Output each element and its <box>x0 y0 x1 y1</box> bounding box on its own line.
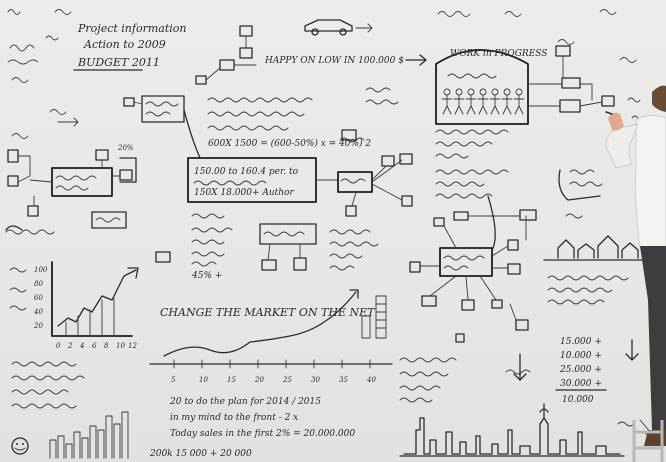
budget-label: BUDGET 2011 <box>77 56 160 69</box>
axis-tick-label: 40 <box>366 376 376 384</box>
wip-title: WORK in PROGRESS <box>450 49 547 59</box>
main-axis-ticks: 5 10 15 20 25 30 35 40 <box>171 359 376 384</box>
small-axis-tick-label: 2 <box>67 342 73 350</box>
left-box-1 <box>141 95 185 123</box>
title-line-1: Project information <box>77 22 186 35</box>
svg-text:60: 60 <box>34 294 43 302</box>
sum-0: 15.000 + <box>560 337 602 347</box>
svg-text:20%: 20% <box>117 144 134 152</box>
small-axis-tick-label: 10 <box>116 342 125 350</box>
smiley-icon <box>11 437 29 455</box>
center-box-line-2: 150X 18.000+ Author <box>194 188 294 198</box>
car-icon <box>304 19 373 36</box>
small-axis-tick-label: 12 <box>128 342 137 350</box>
axis-tick-label: 25 <box>282 376 292 384</box>
small-axis-tick-label: 6 <box>92 342 97 350</box>
houses-icon <box>543 235 655 261</box>
small-axis-tick-label: 4 <box>79 342 84 350</box>
axis-tick-label: 5 <box>171 376 176 384</box>
small-axis-tick-label: 8 <box>104 342 109 350</box>
city-skyline-icon <box>399 403 625 457</box>
sum-2: 25.000 + <box>559 365 602 375</box>
bar-sketch <box>49 411 129 459</box>
axis-tick-label: 10 <box>199 376 208 384</box>
axis-tick-label: 30 <box>311 376 320 384</box>
bottom-left-note: 200k 15 000 + 20 000 <box>149 449 252 459</box>
lower-note-2: in my mind to the front - 2 x <box>170 413 298 423</box>
svg-text:20: 20 <box>33 322 43 330</box>
svg-text:100: 100 <box>34 266 48 274</box>
growth-label: CHANGE THE MARKET ON THE NET <box>160 306 376 319</box>
svg-text:40: 40 <box>33 308 43 316</box>
people-icon <box>441 88 525 115</box>
sum-1: 10.000 + <box>560 351 602 361</box>
title-line-2: Action to 2009 <box>83 38 166 51</box>
sum-3: 30.000 + <box>560 379 602 389</box>
formula-text: 600X 1500 = (600-50%) x = 40%) 2 <box>208 138 371 149</box>
axis-tick-label: 35 <box>339 376 348 384</box>
axis-tick-label: 20 <box>254 376 264 384</box>
person-writing <box>605 85 666 462</box>
arrow-text: HAPPY ON LOW IN 100.000 $ <box>264 56 404 66</box>
axis-tick-label: 15 <box>227 376 236 384</box>
lower-note-1: 20 to do the plan for 2014 / 2015 <box>169 397 321 407</box>
small-axis-tick-label: 0 <box>56 342 61 350</box>
lower-note-3: Today sales in the first 2% = 20.000.000 <box>170 429 355 439</box>
sum-total: 10.000 <box>562 395 594 405</box>
right-sums: 15.000 + 10.000 + 25.000 + 30.000 + 10.0… <box>555 337 607 405</box>
percent-note: 45% + <box>191 271 222 281</box>
center-box-line-1: 150.00 to 160.4 per. to <box>194 167 299 177</box>
title-block: Project information Action to 2009 BUDGE… <box>73 22 186 71</box>
svg-text:80: 80 <box>34 280 43 288</box>
